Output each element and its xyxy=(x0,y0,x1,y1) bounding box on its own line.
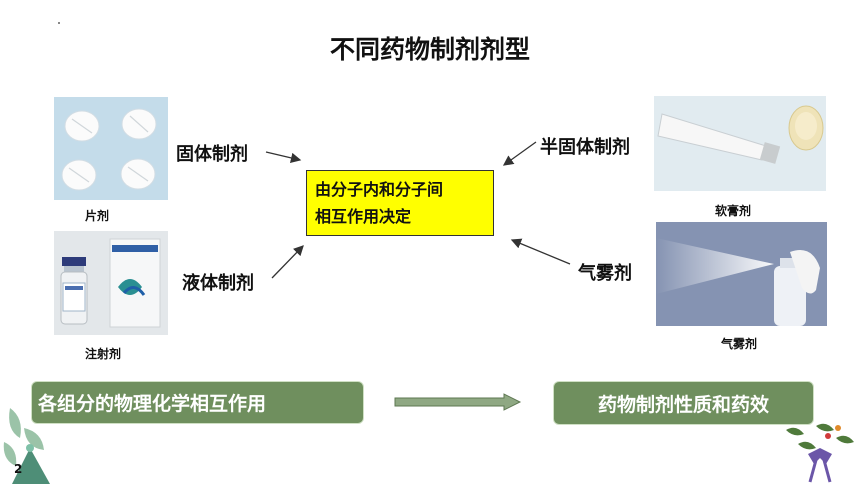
physicochemical-interaction-box: 各组分的物理化学相互作用 xyxy=(31,381,364,424)
arrow-semisolid xyxy=(502,141,537,166)
center-text-line2: 相互作用决定 xyxy=(315,207,412,226)
tablet-photo xyxy=(54,97,168,200)
title-dot xyxy=(58,22,60,24)
injection-photo xyxy=(54,231,168,335)
center-text-line1: 由分子内和分子间 xyxy=(315,180,444,199)
wreath-decoration-right xyxy=(780,420,860,484)
liquid-dosage-label: 液体制剂 xyxy=(182,273,254,294)
arrow-aerosol xyxy=(510,238,571,265)
center-explanation-box: 由分子内和分子间 相互作用决定 xyxy=(306,170,494,236)
aerosol-caption: 气雾剂 xyxy=(721,337,758,351)
semisolid-dosage-label: 半固体制剂 xyxy=(540,137,630,158)
physicochemical-interaction-text: 各组分的物理化学相互作用 xyxy=(38,393,267,415)
arrow-liquid xyxy=(271,245,304,279)
aerosol-photo xyxy=(656,222,827,326)
properties-efficacy-text: 药物制剂性质和药效 xyxy=(597,393,769,416)
tablet-caption: 片剂 xyxy=(85,209,110,223)
aerosol-dosage-label: 气雾剂 xyxy=(578,263,632,284)
arrow-solid xyxy=(265,151,302,163)
page-number: 2 xyxy=(14,462,23,476)
solid-dosage-label: 固体制剂 xyxy=(176,144,248,165)
properties-efficacy-box: 药物制剂性质和药效 xyxy=(553,381,814,425)
injection-caption: 注射剂 xyxy=(85,347,122,361)
ointment-caption: 软膏剂 xyxy=(715,204,752,218)
process-arrow xyxy=(394,393,522,411)
leaf-decoration-left xyxy=(0,398,80,484)
ointment-photo xyxy=(654,96,826,191)
slide-title: 不同药物制剂剂型 xyxy=(329,35,530,64)
